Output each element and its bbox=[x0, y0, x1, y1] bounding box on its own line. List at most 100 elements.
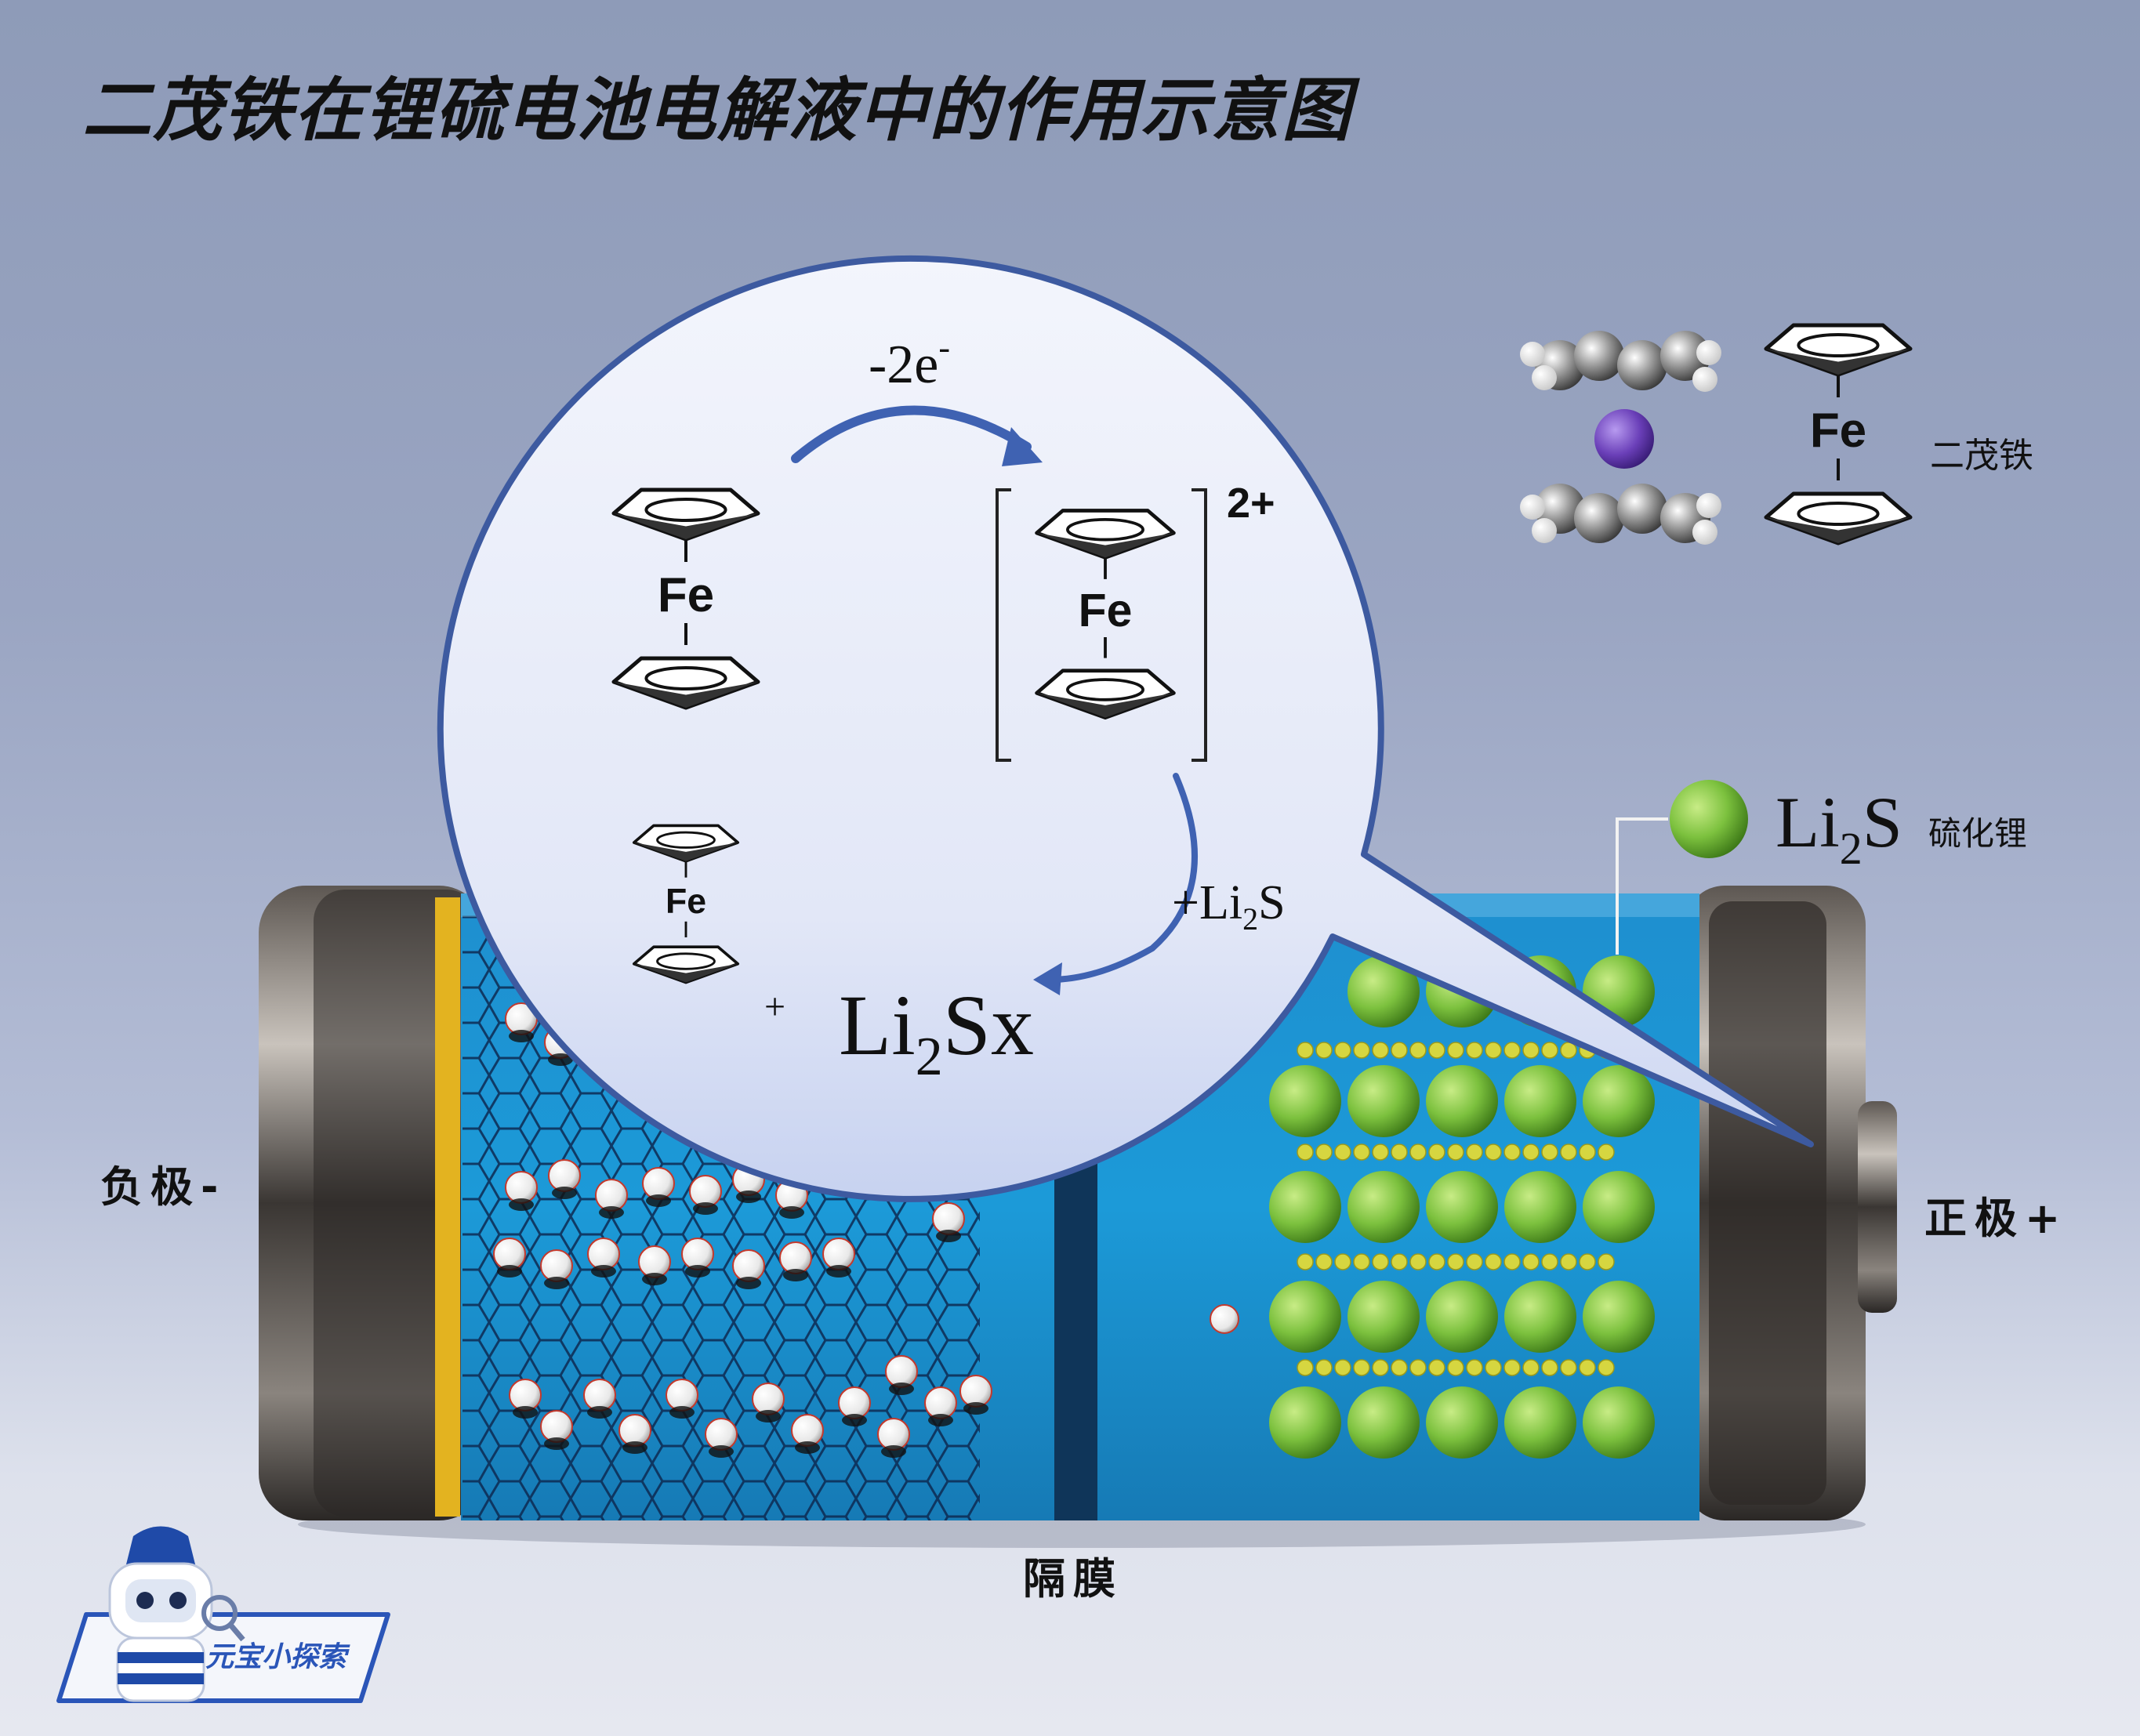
ferrocene-structure-legend: Fe bbox=[1764, 323, 1913, 545]
li2s-particle bbox=[1504, 1171, 1576, 1243]
li2s-leader-line bbox=[1616, 817, 1668, 955]
fe-atom-label: Fe bbox=[666, 882, 706, 921]
li2s-particle bbox=[1583, 1171, 1655, 1243]
sulfur-atom bbox=[1503, 1143, 1521, 1161]
hydrogen-atom bbox=[1532, 365, 1557, 390]
li2s-particle bbox=[1426, 1171, 1498, 1243]
sulfur-atom bbox=[1541, 1143, 1558, 1161]
sulfur-atom bbox=[1409, 1253, 1427, 1270]
li2s-legend-formula: Li2S bbox=[1775, 782, 1902, 874]
sulfur-atom bbox=[1503, 1253, 1521, 1270]
bracket-left bbox=[996, 488, 1011, 762]
robot-mascot-icon bbox=[108, 1526, 245, 1702]
sulfur-atom bbox=[1353, 1042, 1370, 1059]
reaction-scheme: -2e- 2+ +Li2S + Li2Sx bbox=[764, 328, 1286, 1087]
sulfur-atom bbox=[1466, 1042, 1483, 1059]
sulfur-atom bbox=[1598, 1253, 1615, 1270]
sulfur-atom bbox=[1428, 1042, 1445, 1059]
ferrocene-regenerated: Fe bbox=[632, 824, 740, 984]
sulfur-atom bbox=[1409, 1143, 1427, 1161]
li2s-legend-ball bbox=[1670, 780, 1748, 858]
li2s-particle bbox=[1269, 1281, 1341, 1353]
oxidation-arrow-head bbox=[1002, 427, 1043, 466]
aromatic-circle bbox=[1066, 517, 1144, 542]
sulfur-atom bbox=[1372, 1143, 1389, 1161]
sulfur-atom bbox=[1485, 1143, 1502, 1161]
sulfur-atom bbox=[1560, 1359, 1577, 1376]
carbon-atom bbox=[1617, 340, 1667, 390]
sulfur-atom bbox=[1447, 1143, 1464, 1161]
sulfur-atom bbox=[1409, 1042, 1427, 1059]
oxidation-arrow bbox=[791, 405, 1032, 463]
plus-sign: + bbox=[764, 986, 785, 1027]
sulfur-atom bbox=[1428, 1253, 1445, 1270]
sulfur-atom bbox=[1315, 1253, 1333, 1270]
fe-atom-label: Fe bbox=[1810, 404, 1866, 458]
negative-electrode-label: 负极- bbox=[100, 1162, 227, 1212]
sulfur-atom bbox=[1522, 1359, 1540, 1376]
sulfur-atom bbox=[1522, 1143, 1540, 1161]
sulfur-atom bbox=[1560, 1143, 1577, 1161]
ferrocene-neutral: Fe bbox=[611, 487, 760, 710]
sulfur-atom bbox=[1353, 1359, 1370, 1376]
li2s-particle bbox=[1426, 1065, 1498, 1137]
hydrogen-atom bbox=[1696, 340, 1721, 365]
ferrocenium-cation: Fe bbox=[1035, 509, 1176, 719]
sulfur-atom bbox=[1353, 1253, 1370, 1270]
mascot-badge bbox=[56, 1526, 390, 1703]
add-li2s-label: +Li2S bbox=[1172, 876, 1286, 937]
sulfur-atom bbox=[1447, 1042, 1464, 1059]
cyclopentadienyl-ring bbox=[1035, 509, 1176, 560]
positive-electrode-label: 正极+ bbox=[1924, 1194, 2069, 1243]
sulfur-atom bbox=[1372, 1359, 1389, 1376]
li2s-particle bbox=[1269, 1171, 1341, 1243]
lithium-sulfide-name-label: 硫化锂 bbox=[1928, 814, 2028, 853]
sulfur-atom bbox=[1334, 1253, 1351, 1270]
hydrogen-atom bbox=[1520, 495, 1545, 520]
sulfur-atom bbox=[1315, 1143, 1333, 1161]
positive-terminal bbox=[1858, 1101, 1897, 1313]
li2s-particle bbox=[1347, 1171, 1420, 1243]
carbon-atom bbox=[1617, 484, 1667, 534]
electron-loss-label: -2e- bbox=[869, 328, 950, 395]
hydrogen-atom bbox=[1520, 342, 1545, 367]
zoom-bubble bbox=[437, 255, 1814, 1202]
aromatic-circle bbox=[656, 952, 716, 970]
ferrocene-legend-structure: Fe bbox=[1764, 323, 1913, 545]
sulfur-atom bbox=[1541, 1253, 1558, 1270]
li2s-particle bbox=[1347, 955, 1420, 1027]
sulfur-atom bbox=[1297, 1143, 1314, 1161]
sulfur-atom bbox=[1315, 1359, 1333, 1376]
aromatic-circle bbox=[1066, 678, 1144, 701]
sulfur-atom bbox=[1409, 1359, 1427, 1376]
brand-label: 元宝小探索 bbox=[205, 1641, 347, 1673]
sulfur-atom bbox=[1503, 1359, 1521, 1376]
sulfur-atom bbox=[1297, 1042, 1314, 1059]
sulfur-atom bbox=[1334, 1359, 1351, 1376]
li2s-particle bbox=[1347, 1386, 1420, 1459]
sulfur-atom bbox=[1466, 1143, 1483, 1161]
ferrocene-3d-model bbox=[1520, 331, 1721, 545]
hydrogen-atom bbox=[1696, 493, 1721, 518]
sulfur-atom bbox=[1541, 1042, 1558, 1059]
aromatic-circle bbox=[1797, 333, 1880, 357]
gold-ring bbox=[435, 897, 460, 1517]
reduction-arrow-head bbox=[1033, 962, 1062, 995]
hydrogen-atom bbox=[1692, 520, 1717, 545]
li2s-particle bbox=[1583, 1386, 1655, 1459]
sulfur-atom bbox=[1485, 1253, 1502, 1270]
sulfur-atom bbox=[1579, 1143, 1596, 1161]
li2s-particle bbox=[1504, 1065, 1576, 1137]
fe-atom-label: Fe bbox=[658, 568, 714, 622]
sulfur-atom bbox=[1391, 1253, 1408, 1270]
aromatic-circle bbox=[644, 498, 727, 522]
sulfur-atom bbox=[1541, 1359, 1558, 1376]
aromatic-circle bbox=[656, 831, 716, 849]
sulfur-atom bbox=[1579, 1253, 1596, 1270]
sulfur-atom bbox=[1372, 1042, 1389, 1059]
sulfur-atom bbox=[1522, 1253, 1540, 1270]
li2s-particle bbox=[1347, 1065, 1420, 1137]
iron-atom bbox=[1594, 409, 1654, 469]
sulfur-atom bbox=[1391, 1359, 1408, 1376]
